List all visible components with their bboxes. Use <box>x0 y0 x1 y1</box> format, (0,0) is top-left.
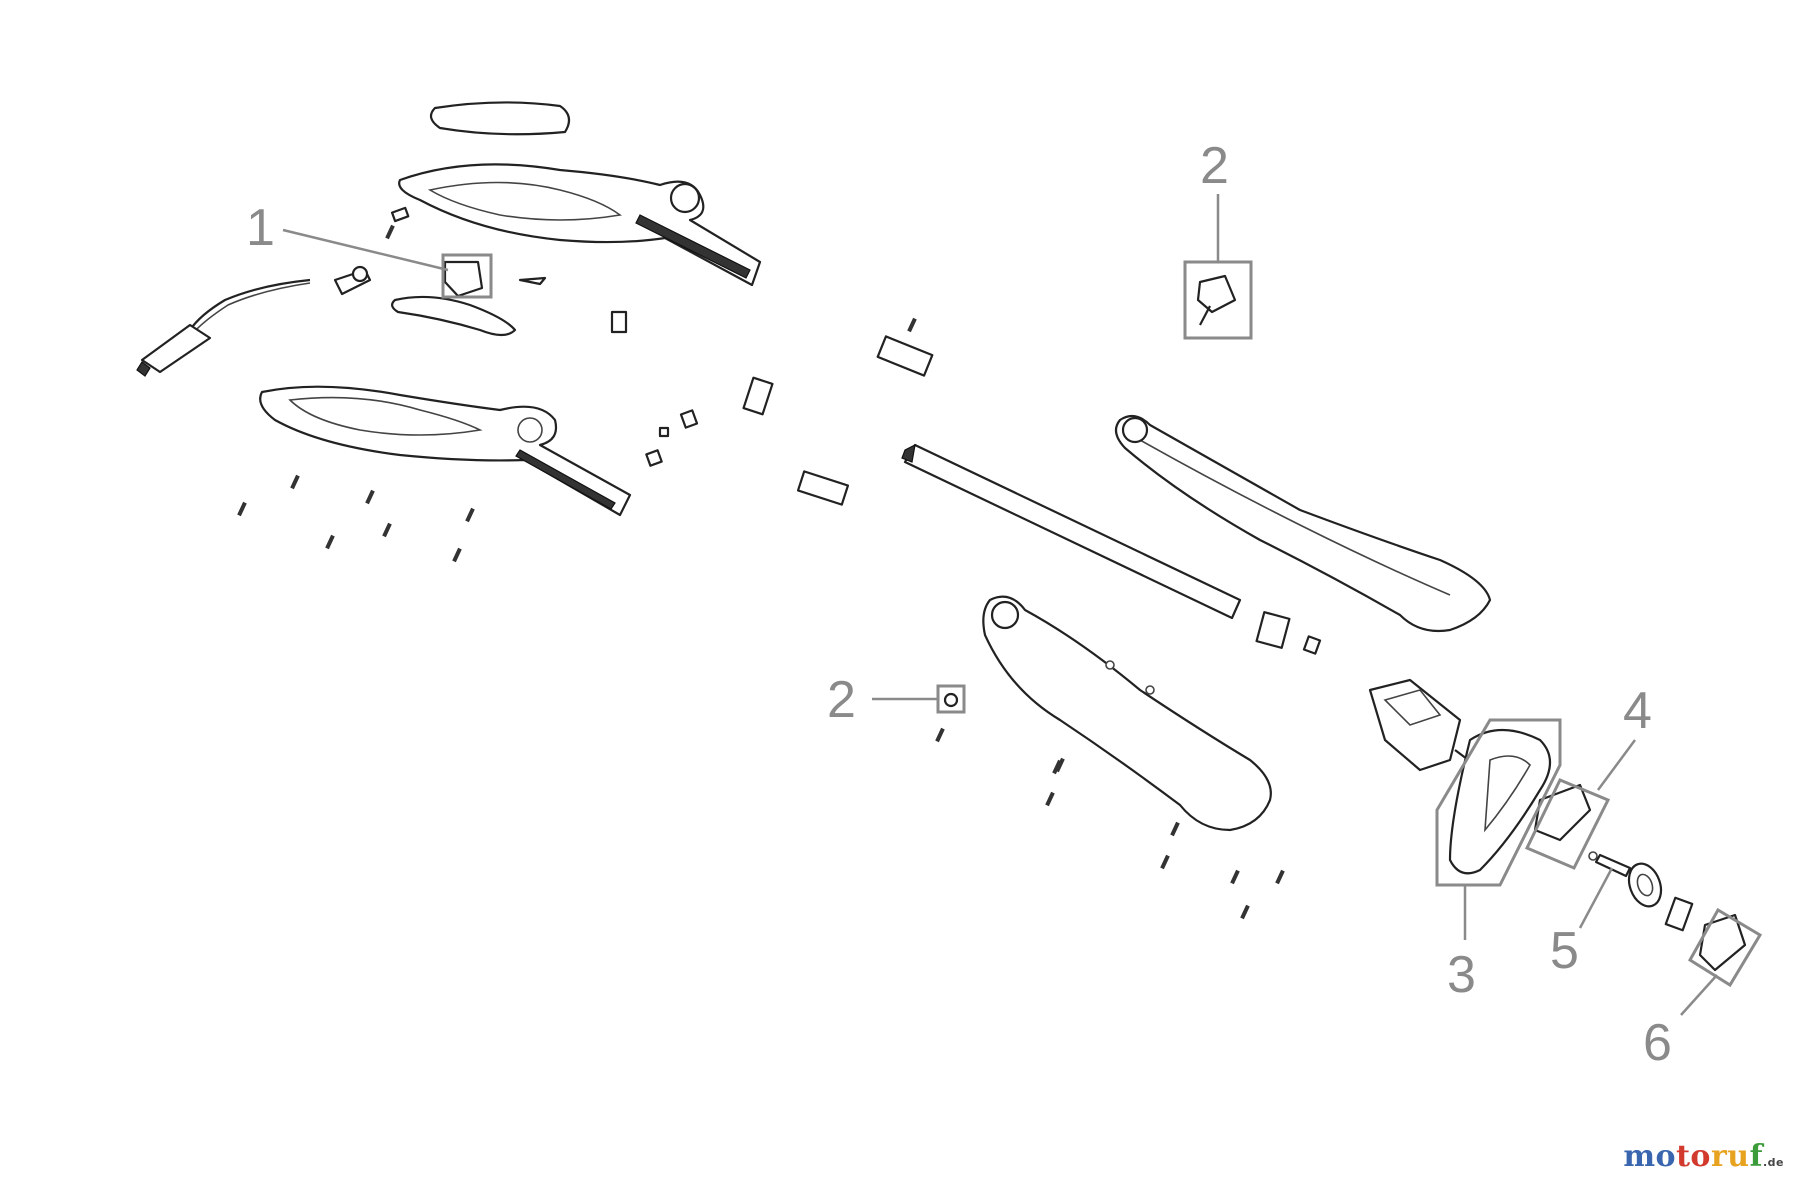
cord-clamp <box>333 265 372 296</box>
callout-3: 3 <box>1447 946 1476 1004</box>
leader-6 <box>1680 974 1718 1016</box>
nut-part <box>943 692 959 708</box>
spool-spring <box>1588 851 1632 878</box>
knob-part <box>1196 274 1237 326</box>
spool <box>1627 862 1694 932</box>
handle-upper-shell <box>398 163 762 287</box>
watermark-part-3: ru <box>1710 1139 1750 1174</box>
callout-1: 1 <box>246 199 275 257</box>
blade-guard <box>1448 729 1552 875</box>
motor <box>1368 678 1476 772</box>
trigger-lever <box>391 295 517 337</box>
power-cord <box>136 278 311 377</box>
leader-1 <box>282 228 449 272</box>
watermark-logo: motoruf.de <box>1623 1139 1784 1174</box>
watermark-suffix: .de <box>1762 1156 1784 1169</box>
callout-box-6 <box>1687 907 1763 988</box>
small-parts-upper <box>390 206 934 506</box>
handle-lower-shell <box>259 385 632 517</box>
watermark-part-1: mo <box>1623 1139 1677 1174</box>
motor-housing-upper <box>1114 414 1492 633</box>
callout-6: 6 <box>1643 1014 1672 1072</box>
watermark-part-2: to <box>1676 1139 1711 1174</box>
leader-5 <box>1578 867 1614 929</box>
gear-cover <box>1533 783 1592 842</box>
callout-box-4 <box>1524 778 1611 870</box>
callout-box-1 <box>441 253 493 299</box>
callout-4: 4 <box>1623 682 1652 740</box>
trigger-switch <box>443 260 484 298</box>
callout-2-upper: 2 <box>1200 137 1229 195</box>
telescopic-shaft <box>901 443 1322 655</box>
callout-2-lower: 2 <box>827 671 856 729</box>
watermark-part-4: f <box>1749 1139 1763 1174</box>
leader-4 <box>1596 739 1637 791</box>
motor-housing-lower <box>982 595 1272 832</box>
handle-grip-cover <box>429 101 571 136</box>
screws <box>237 224 1285 920</box>
callout-box-3 <box>1435 718 1562 887</box>
callout-5: 5 <box>1550 922 1579 980</box>
